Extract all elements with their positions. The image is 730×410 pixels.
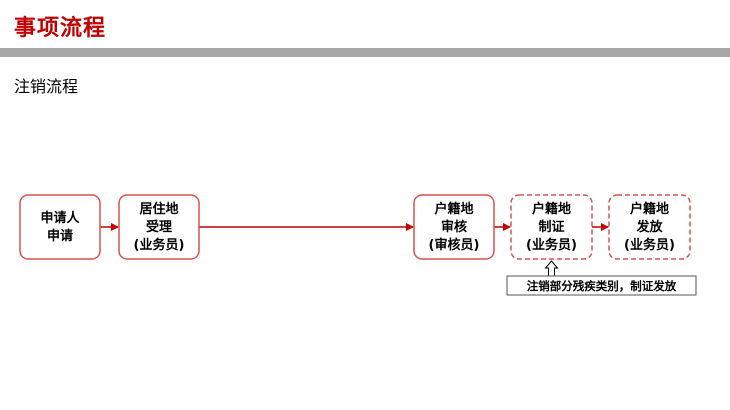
step-issue-line-2: 发放 [635,219,663,235]
step-box-registration-review: 户籍地 审核 (审核员) [413,194,495,260]
up-arrow-icon [544,260,559,277]
step-accept-line-1: 居住地 [139,201,178,217]
step-produce-line-3: (业务员) [526,237,577,253]
step-produce-line-2: 制证 [538,219,564,235]
title-divider-bar [0,48,730,57]
step-issue-line-3: (业务员) [624,237,675,253]
step-issue-line-1: 户籍地 [630,201,669,217]
step-box-registration-produce: 户籍地 制证 (业务员) [510,194,593,260]
step-applicant-line-1: 申请人 [40,210,80,226]
note-box: 注销部分残疾类别，制证发放 [506,275,697,296]
step-review-line-1: 户籍地 [434,201,473,217]
section-title: 注销流程 [14,77,79,96]
step-accept-line-2: 受理 [146,219,172,235]
step-produce-line-1: 户籍地 [532,201,571,217]
step-box-registration-issue: 户籍地 发放 (业务员) [608,194,691,260]
step-accept-line-3: (业务员) [134,237,185,253]
note-text: 注销部分残疾类别，制证发放 [527,279,677,293]
step-box-applicant-apply: 申请人 申请 [19,194,101,260]
step-applicant-line-2: 申请 [47,228,73,244]
page-title: 事项流程 [14,16,107,41]
step-review-line-2: 审核 [441,219,467,235]
step-box-residence-accept: 居住地 受理 (业务员) [118,194,200,260]
step-review-line-3: (审核员) [429,237,480,253]
